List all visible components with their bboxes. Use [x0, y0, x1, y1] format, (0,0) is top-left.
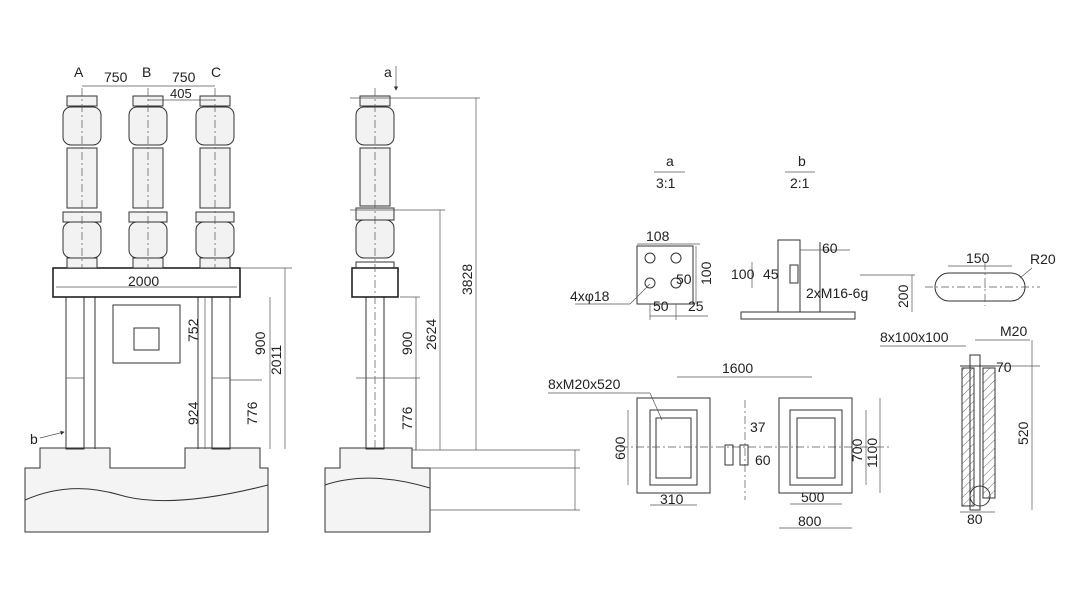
detail-b-dim-60: 60 [822, 240, 838, 256]
foundation-bolts: 8xM20x520 [548, 376, 621, 392]
front-dim-box: 752 [185, 318, 201, 342]
foundation-dim-800: 800 [798, 513, 822, 529]
slot-detail: 150 R20 [925, 250, 1056, 306]
detail-a-label: a [666, 153, 674, 169]
detail-a-callout: a [384, 64, 392, 80]
detail-b-dim-100: 100 [731, 266, 755, 282]
front-dim-900: 900 [252, 331, 268, 355]
dim-bc: 750 [172, 69, 196, 85]
anchor-dim-80: 80 [967, 511, 983, 527]
front-view: 2000 A [24, 64, 292, 533]
foundation-dim-600: 600 [612, 436, 628, 460]
foundation-dim-700: 700 [849, 438, 865, 462]
detail-b-dim-200: 200 [895, 284, 911, 308]
foundation-plan: 8xM20x520 1600 600 310 37 60 700 1100 50… [548, 360, 890, 529]
foundation-dim-500: 500 [801, 489, 825, 505]
detail-a-dim-50: 50 [653, 298, 669, 314]
foundation-dim-37: 37 [750, 419, 766, 435]
side-dim-776: 776 [399, 406, 415, 430]
dim-top-offset: 405 [170, 86, 192, 101]
detail-a-holes: 4xφ18 [570, 288, 610, 304]
detail-b-callout: b [30, 431, 38, 447]
phase-c-label: C [211, 64, 221, 80]
slot-dim-150: 150 [966, 250, 990, 266]
foundation-dim-1100: 1100 [864, 438, 880, 468]
foundation-dim-310: 310 [660, 491, 684, 507]
front-dim-width: 2000 [128, 273, 159, 289]
side-dim-2624: 2624 [423, 319, 439, 350]
side-dim-3828: 3828 [459, 264, 475, 295]
phase-a-label: A [74, 64, 84, 80]
phase-b-label: B [142, 64, 151, 80]
slot-radius: R20 [1030, 251, 1056, 267]
front-dim-2011: 2011 [268, 345, 284, 375]
detail-a-dim-50r: 50 [676, 271, 692, 287]
front-dim-776: 776 [244, 401, 260, 425]
anchor-bolt: 8x100x100 M20 70 520 80 [880, 323, 1040, 527]
detail-a-dim-25: 25 [688, 298, 704, 314]
insulator-a [62, 95, 102, 269]
detail-a-scale: 3:1 [656, 175, 676, 191]
anchor-dim-520: 520 [1015, 421, 1031, 445]
anchor-plate: 8x100x100 [880, 329, 949, 345]
front-dim-924: 924 [185, 401, 201, 425]
detail-a: a 3:1 108 100 50 50 25 4xφ18 [570, 153, 714, 320]
anchor-dim-70: 70 [996, 359, 1012, 375]
detail-b-label: b [798, 153, 806, 169]
detail-b: b 2:1 60 100 45 2xM16-6g 200 [731, 153, 915, 320]
detail-b-scale: 2:1 [790, 175, 810, 191]
dim-ab: 750 [104, 69, 128, 85]
detail-b-bolts: 2xM16-6g [806, 285, 868, 301]
side-dim-900: 900 [399, 331, 415, 355]
detail-a-dim-100: 100 [698, 261, 714, 285]
foundation-dim-1600: 1600 [722, 360, 753, 376]
detail-a-dim-108: 108 [646, 228, 670, 244]
foundation-dim-60: 60 [755, 452, 771, 468]
anchor-bolt-size: M20 [1000, 323, 1027, 339]
side-view: a 3828 2624 900 776 [324, 64, 580, 533]
detail-b-dim-45: 45 [763, 266, 779, 282]
